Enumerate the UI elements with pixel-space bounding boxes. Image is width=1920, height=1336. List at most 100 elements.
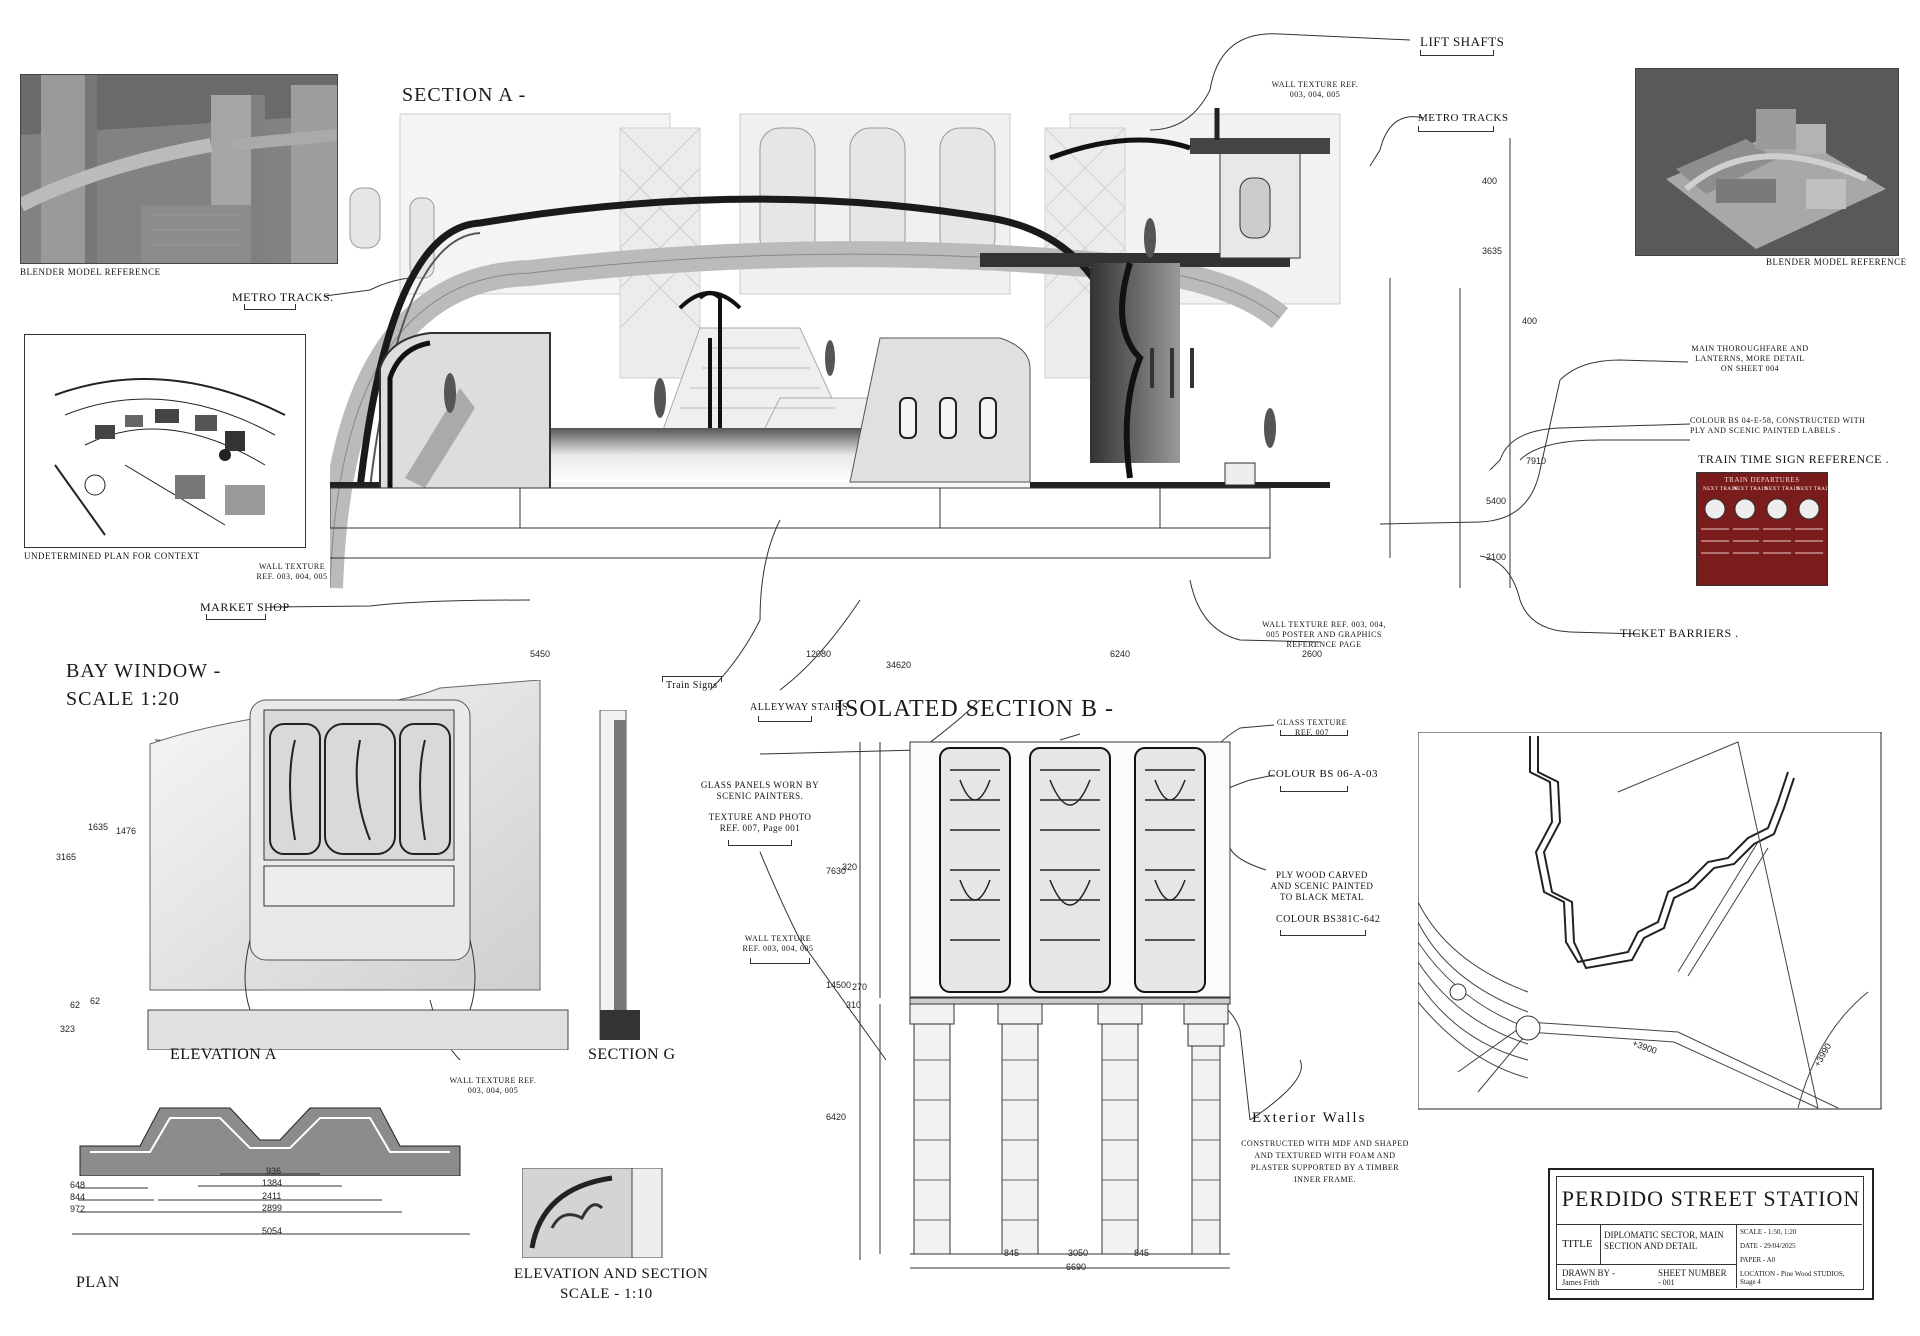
metro-tracks-right-bracket: [1418, 126, 1494, 132]
glass-panels-label: GLASS PANELS WORN BY SCENIC PAINTERS.: [700, 780, 820, 801]
market-shop-label: MARKET SHOP: [200, 600, 290, 614]
context-plan-caption: UNDETERMINED PLAN FOR CONTEXT: [24, 551, 200, 561]
section-a-height-6: 2100: [1486, 552, 1507, 562]
title-block-vdivider-1: [1600, 1224, 1601, 1264]
exterior-walls-note: CONSTRUCTED WITH MDF AND SHAPED AND TEXT…: [1241, 1139, 1409, 1184]
section-a-dim-4: 6240: [1110, 649, 1131, 659]
elevation-section-label: ELEVATION AND SECTION: [514, 1266, 709, 1282]
blender-reference-left-image: [20, 74, 338, 264]
texture-photo-label: TEXTURE AND PHOTO REF. 007, Page 001: [708, 812, 812, 833]
elevation-section-scale: SCALE - 1:10: [560, 1286, 653, 1302]
clock-3-face: [1766, 498, 1788, 520]
section-a-dim-3: 34620: [886, 660, 912, 670]
section-a-drawing: [330, 108, 1511, 589]
clock-4-face: [1798, 498, 1820, 520]
title-block: PERDIDO STREET STATION TITLE DIPLOMATIC …: [1548, 1168, 1874, 1300]
bay-window-scale: SCALE 1:20: [66, 688, 180, 710]
blender-reference-left-caption: BLENDER MODEL REFERENCE: [20, 267, 161, 277]
plan-dim-5054: 5054: [262, 1226, 283, 1236]
elevation-a-label: ELEVATION A: [170, 1046, 277, 1063]
scale-field: SCALE - 1:50, 1:20: [1740, 1228, 1797, 1236]
main-thoroughfare-label: MAIN THOROUGHFARE AND LANTERNS, MORE DET…: [1691, 344, 1809, 373]
section-b-wall-texture-label: WALL TEXTURE REF. 003, 004, 005: [742, 934, 814, 953]
clock-2-face: [1734, 498, 1756, 520]
plan-dim-972: 972: [70, 1204, 86, 1214]
plan-dim-648: 648: [70, 1180, 86, 1190]
clock-4-label: NEXT TRAIN: [1797, 487, 1832, 492]
clock-row: [1701, 498, 1823, 554]
colour-bs-section-b-label: COLOUR BS 06-A-03: [1268, 768, 1378, 780]
colour-bs381c-label: COLOUR BS381C-642: [1276, 914, 1381, 925]
wall-texture-left-label: WALL TEXTURE REF. 003, 004, 005: [256, 562, 328, 581]
train-time-sign-caption: TRAIN TIME SIGN REFERENCE .: [1698, 452, 1889, 466]
plywood-label: PLY WOOD CARVED AND SCENIC PAINTED TO BL…: [1270, 870, 1374, 902]
ticket-barriers-label: TICKET BARRIERS .: [1620, 626, 1739, 640]
glass-texture-bracket: [1280, 730, 1348, 736]
section-b-dim-w4: 6690: [1066, 1262, 1087, 1272]
metro-tracks-left-bracket: [244, 304, 296, 310]
sheet-number-label: SHEET NUMBER: [1658, 1268, 1727, 1278]
bay-dim-h1: 3165: [56, 852, 77, 862]
exterior-walls-label: Exterior Walls: [1252, 1110, 1367, 1126]
section-b-dim-h2: 6420: [826, 1112, 847, 1122]
section-b-dim-h3: 14500: [826, 980, 852, 990]
train-departures-header: TRAIN DEPARTURES: [1724, 476, 1800, 484]
section-b-dim-h5: 310: [846, 1000, 862, 1010]
section-a-title: SECTION A -: [402, 84, 527, 106]
section-b-dim-w2: 3050: [1068, 1248, 1089, 1258]
section-g-label: SECTION G: [588, 1046, 676, 1063]
date-field: DATE - 29/04/2025: [1740, 1242, 1796, 1250]
bay-window-title: BAY WINDOW -: [66, 660, 222, 682]
train-time-sign-image: TRAIN DEPARTURES NEXT TRAIN NEXT TRAIN N…: [1696, 472, 1831, 586]
plywood-bracket: [1280, 930, 1366, 936]
section-b-dim-w1: 845: [1004, 1248, 1020, 1258]
title-block-vdivider-2: [1736, 1224, 1737, 1288]
plan-label: PLAN: [76, 1274, 120, 1291]
drawn-by-label: DRAWN BY -: [1562, 1268, 1615, 1278]
section-a-dim-5: 2600: [1302, 649, 1323, 659]
bay-dim-h4: 62: [70, 1000, 81, 1010]
lift-shafts-bracket: [1420, 50, 1494, 56]
colour-bs-label: COLOUR BS 04-E-58, CONSTRUCTED WITH PLY …: [1690, 416, 1866, 435]
section-a-dim-1: 5450: [530, 649, 551, 659]
section-a-height-2: 3635: [1482, 246, 1503, 256]
paper-field: PAPER - A0: [1740, 1256, 1776, 1264]
section-a-height-1: 400: [1482, 176, 1498, 186]
title-block-divider: [1556, 1224, 1862, 1225]
clock-1-label: NEXT TRAIN: [1703, 487, 1738, 492]
texture-photo-bracket: [728, 840, 792, 846]
blender-render-left-graphic: [21, 75, 337, 263]
context-plan-drawing: [54, 378, 286, 536]
title-block-divider-2: [1556, 1264, 1736, 1265]
isolated-section-b-title: ISOLATED SECTION B -: [836, 696, 1114, 722]
bay-dim-h2: 1635: [88, 822, 109, 832]
lift-shafts-label: LIFT SHAFTS: [1420, 34, 1505, 49]
bay-wall-texture-label: WALL TEXTURE REF. 003, 004, 005: [449, 1076, 537, 1095]
wall-texture-poster-label: WALL TEXTURE REF. 003, 004, 005 POSTER A…: [1262, 620, 1386, 649]
title-value: DIPLOMATIC SECTOR, MAIN SECTION AND DETA…: [1604, 1230, 1724, 1251]
sheet-number-value: - 001: [1658, 1278, 1675, 1287]
wall-texture-top-label: WALL TEXTURE REF. 003, 004, 005: [1271, 80, 1359, 99]
train-signs-label: Train Signs: [666, 680, 718, 691]
bay-window-plan-drawing: [79, 1107, 461, 1176]
metro-tracks-right-label: METRO TRACKS: [1418, 112, 1509, 124]
train-signs-bracket: [662, 676, 722, 682]
blender-render-right-graphic: [1636, 69, 1898, 255]
blender-reference-right-caption: BLENDER MODEL REFERENCE: [1766, 257, 1907, 267]
section-b-dim-h1: 7630: [826, 866, 847, 876]
colour-bs-section-b-bracket: [1280, 786, 1348, 792]
title-label: TITLE: [1562, 1238, 1593, 1250]
clock-2-label: NEXT TRAIN: [1733, 487, 1768, 492]
plan-dim-2899: 2899: [262, 1203, 283, 1213]
plan-dim-2411: 2411: [262, 1191, 282, 1201]
section-b-dim-h6: 320: [842, 862, 858, 872]
section-b-wall-texture-bracket: [750, 958, 810, 964]
right-floor-plan-drawing: [1418, 732, 1882, 1110]
context-plan-image: [24, 334, 306, 548]
section-a-dim-2: 12080: [806, 649, 832, 659]
metro-tracks-left-label: METRO TRACKS.: [232, 290, 334, 304]
title-block-inner-frame: [1556, 1176, 1864, 1290]
bay-window-elevation-drawing: [147, 680, 569, 1050]
project-title: PERDIDO STREET STATION: [1561, 1186, 1861, 1211]
plan-dim-844: 844: [70, 1192, 86, 1202]
